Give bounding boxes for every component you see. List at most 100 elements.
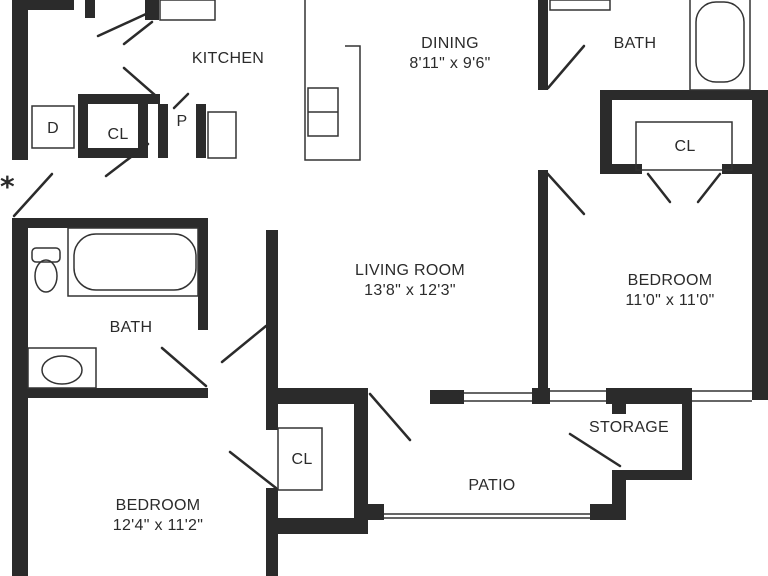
wall-closet-top-stub-left xyxy=(612,164,642,174)
wall-kitchen-stub xyxy=(85,0,95,18)
door-bath-left xyxy=(220,324,268,364)
door-kitchen-1 xyxy=(122,66,158,98)
top-tub-inner xyxy=(695,1,745,83)
storage-name: STORAGE xyxy=(588,419,670,436)
living-room-name: LIVING ROOM xyxy=(355,262,465,279)
door-entry xyxy=(12,172,54,218)
bedroom-left-label: BEDROOM 12'4" x 11'2" xyxy=(68,496,248,536)
door-storage xyxy=(568,432,622,468)
door-bedroom-right xyxy=(544,170,586,216)
bedroom-right-label: BEDROOM 11'0" x 11'0" xyxy=(580,271,760,311)
wall-patio-top-left xyxy=(430,390,464,404)
kitchen-name: KITCHEN xyxy=(191,50,265,67)
pantry-name: P xyxy=(176,113,188,130)
wall-right-exterior xyxy=(752,100,768,400)
bedroom-right-name: BEDROOM xyxy=(627,272,713,289)
closet-bottom-name: CL xyxy=(291,451,313,468)
door-closet-bottom xyxy=(228,450,278,490)
door-patio xyxy=(368,392,412,442)
left-tub-inner xyxy=(73,233,197,291)
top-closet-shelf xyxy=(635,121,733,171)
door-kitchen-closet xyxy=(104,142,150,178)
door-swings xyxy=(12,12,722,490)
wall-kitchen-closet-bottom xyxy=(88,148,138,158)
dining-name: DINING xyxy=(421,35,479,52)
dining-dimensions: 8'11" x 9'6" xyxy=(409,55,491,72)
wall-storage-stub xyxy=(612,404,626,414)
walls xyxy=(12,0,768,576)
pantry-label: P xyxy=(170,112,194,132)
dryer-label: D xyxy=(40,119,66,139)
wall-patio-top-mid xyxy=(532,388,550,404)
bath-top-label: BATH xyxy=(600,34,670,54)
kitchen-appliance xyxy=(159,0,216,21)
entry-marker: * xyxy=(0,170,15,203)
wall-bath-top-left xyxy=(538,0,548,90)
wall-bath-left-right xyxy=(198,218,208,330)
wall-pantry-right xyxy=(196,104,206,158)
toilet-tank xyxy=(31,247,61,263)
dryer-name: D xyxy=(47,120,59,137)
wall-closet-top-left xyxy=(600,90,612,174)
wall-bath-left-top xyxy=(28,218,208,228)
door-closet-top-left xyxy=(646,172,672,204)
left-vanity xyxy=(27,347,97,389)
dryer-box xyxy=(31,105,75,149)
bedroom-left-dimensions: 12'4" x 11'2" xyxy=(112,517,204,534)
patio-name: PATIO xyxy=(468,477,516,494)
top-vanity xyxy=(549,0,611,11)
wall-closet-bottom-top xyxy=(266,388,368,404)
wall-closet-top-stub-right xyxy=(722,164,756,174)
bath-left-name: BATH xyxy=(109,319,153,336)
door-bath-left-2 xyxy=(160,346,208,388)
dining-label: DINING 8'11" x 9'6" xyxy=(370,34,530,74)
left-sink xyxy=(41,355,83,385)
left-tub xyxy=(67,227,199,297)
wall-left-lower xyxy=(12,218,28,576)
wall-kitchen-closet-right xyxy=(138,94,148,158)
wall-living-left xyxy=(266,230,278,430)
door-kitchen-3 xyxy=(122,20,154,46)
closet-top-right-name: CL xyxy=(674,138,696,155)
door-top-bath xyxy=(546,44,586,90)
wall-kitchen-stub-2 xyxy=(145,0,159,20)
bedroom-left-name: BEDROOM xyxy=(115,497,201,514)
wall-kitchen-closet-left xyxy=(78,94,88,158)
bedroom-right-dimensions: 11'0" x 11'0" xyxy=(625,292,715,309)
storage-label: STORAGE xyxy=(584,418,674,438)
wall-storage-bottom xyxy=(622,470,692,480)
wall-patio-bottom-right xyxy=(590,504,626,520)
wall-bath-left-bottom xyxy=(28,388,208,398)
living-room-dimensions: 13'8" x 12'3" xyxy=(364,282,456,299)
wall-kitchen-closet-top xyxy=(78,94,160,104)
fixtures xyxy=(27,0,752,519)
bottom-closet-shelf xyxy=(277,427,323,491)
closet-kitchen-label: CL xyxy=(96,125,140,145)
door-closet-top-right xyxy=(696,172,722,204)
bath-left-label: BATH xyxy=(96,318,166,338)
kitchen-label: KITCHEN xyxy=(178,49,278,69)
wall-left-upper xyxy=(12,0,28,160)
wall-bath-top-bottom xyxy=(600,90,768,100)
bath-top-name: BATH xyxy=(613,35,657,52)
wall-patio-left xyxy=(354,388,368,518)
top-tub xyxy=(689,0,751,91)
kitchen-counter xyxy=(304,0,361,161)
patio-label: PATIO xyxy=(452,476,532,496)
wall-bedroom-right-left xyxy=(538,170,548,402)
wall-closet-bottom-bottom xyxy=(278,518,368,534)
closet-bottom-label: CL xyxy=(282,450,322,470)
living-room-label: LIVING ROOM 13'8" x 12'3" xyxy=(320,261,500,301)
wall-pantry-left xyxy=(158,104,168,158)
door-kitchen-2 xyxy=(96,12,148,38)
closet-top-right-label: CL xyxy=(660,137,710,157)
closet-kitchen-name: CL xyxy=(107,126,129,143)
wall-bedroom-left-right xyxy=(266,488,278,576)
kitchen-cabinet xyxy=(207,111,237,159)
wall-top-kitchen xyxy=(28,0,74,10)
door-pantry xyxy=(172,92,190,110)
toilet-bowl xyxy=(34,259,58,293)
wall-storage-top xyxy=(606,388,692,404)
